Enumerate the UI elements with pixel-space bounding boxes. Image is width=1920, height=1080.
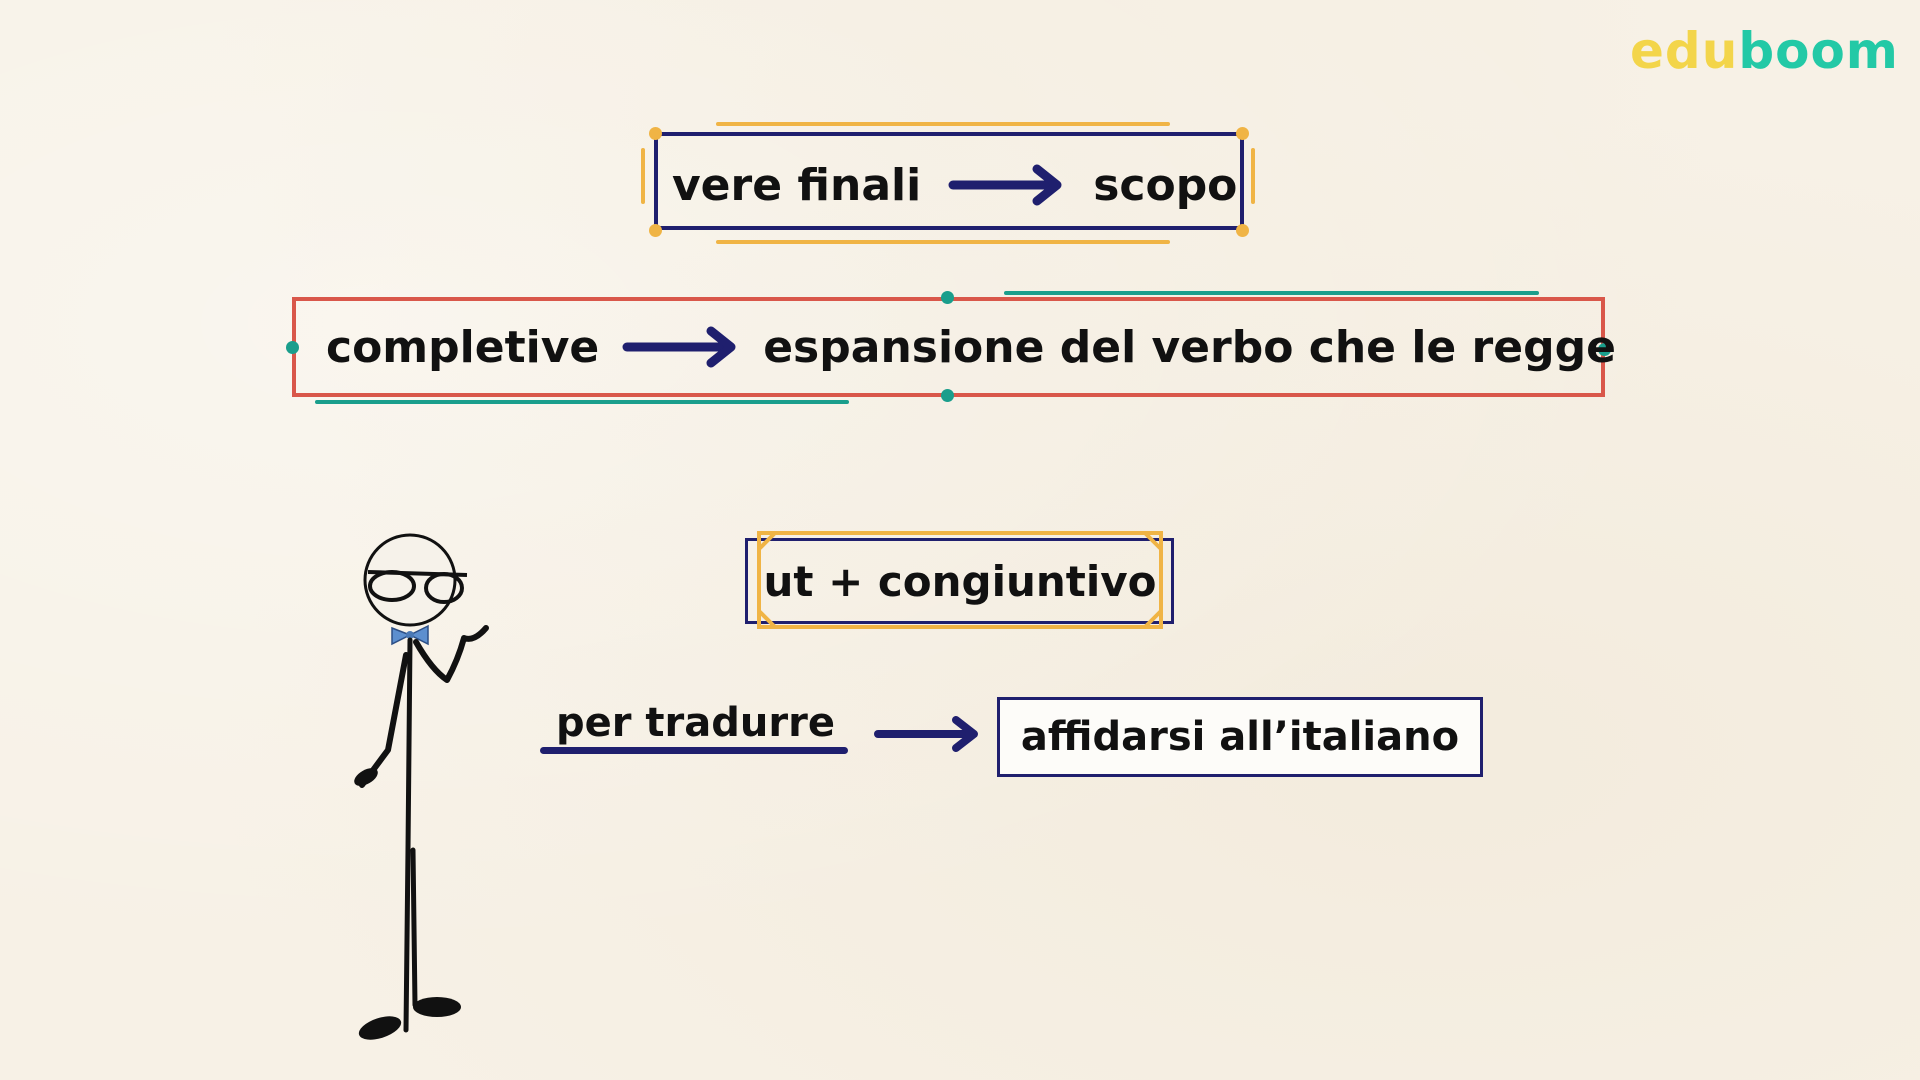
logo-part-boom: boom [1738, 22, 1899, 80]
edge-dot [1598, 343, 1611, 356]
stick-figure-icon [354, 533, 489, 1040]
ut-congiuntivo-gold-frame [757, 531, 1163, 629]
eduboom-logo: eduboom [1630, 22, 1899, 80]
completive-label: completive [326, 321, 600, 373]
ut-congiuntivo-label: ut + congiuntivo [763, 556, 1157, 606]
affidarsi-label: affidarsi all’italiano [1020, 714, 1460, 760]
edge-dot [941, 389, 954, 402]
vere-finali-frame [654, 132, 1244, 230]
gold-accent-line-bottom [716, 240, 1170, 244]
edge-dot [941, 291, 954, 304]
teal-accent-line-top [1004, 291, 1539, 295]
gold-accent-line-right [1251, 148, 1255, 204]
scopo-label: scopo [1093, 159, 1238, 211]
corner-dot [1236, 224, 1249, 237]
teal-accent-line-bottom [315, 400, 849, 404]
corner-dot [649, 127, 662, 140]
per-tradurre-label: per tradurre [556, 700, 835, 746]
espansione-label: espansione del verbo che le regge [763, 321, 1616, 373]
corner-dot [1236, 127, 1249, 140]
gold-accent-line-top [716, 122, 1170, 126]
gold-accent-line-left [641, 148, 645, 204]
affidarsi-box: affidarsi all’italiano [997, 697, 1483, 777]
right-arrow-icon [948, 164, 1062, 206]
corner-dot [649, 224, 662, 237]
ut-congiuntivo-navy-frame [745, 538, 1174, 624]
per-tradurre-underline [540, 747, 848, 754]
bowtie-icon [391, 624, 429, 646]
vere-finali-label: vere finali [672, 159, 922, 211]
right-arrow-icon [622, 326, 736, 368]
right-arrow-icon [874, 716, 978, 752]
logo-part-edu: edu [1630, 22, 1739, 80]
corner-brackets [757, 531, 1163, 629]
edge-dot [286, 341, 299, 354]
glasses-icon [367, 570, 468, 604]
